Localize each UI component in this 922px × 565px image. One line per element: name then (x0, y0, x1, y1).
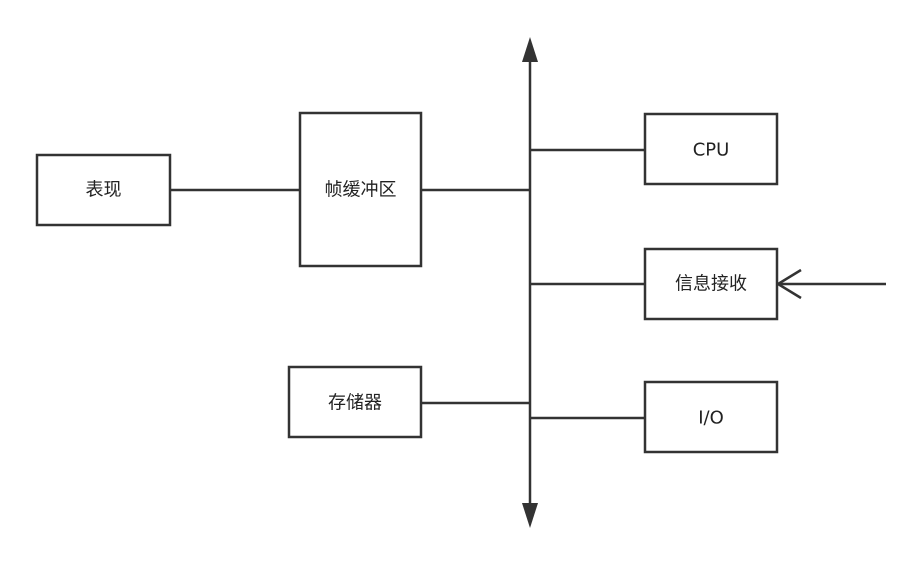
node-storage-box (287, 365, 423, 439)
bus-arrow-up (522, 37, 538, 62)
node-msg-receive-box (643, 247, 779, 321)
bus-arrow-down (522, 503, 538, 528)
node-display: 表现 (35, 153, 172, 227)
node-cpu-box (643, 112, 779, 186)
node-display-box (35, 153, 172, 227)
node-msg-receive-label: 信息接收 (675, 274, 747, 295)
node-storage: 存储器 (287, 365, 423, 439)
node-display-label: 表现 (86, 180, 122, 201)
node-frame-buffer: 帧缓冲区 (298, 111, 423, 268)
node-io-box (643, 380, 779, 454)
node-frame-buffer-label: 帧缓冲区 (325, 180, 397, 201)
node-io-label: I/O (698, 408, 724, 429)
node-msg-receive: 信息接收 (643, 247, 779, 321)
node-io: I/O (643, 380, 779, 454)
node-cpu-label: CPU (693, 140, 730, 161)
node-frame-buffer-box (298, 111, 423, 268)
node-cpu: CPU (643, 112, 779, 186)
node-storage-label: 存储器 (328, 393, 382, 414)
